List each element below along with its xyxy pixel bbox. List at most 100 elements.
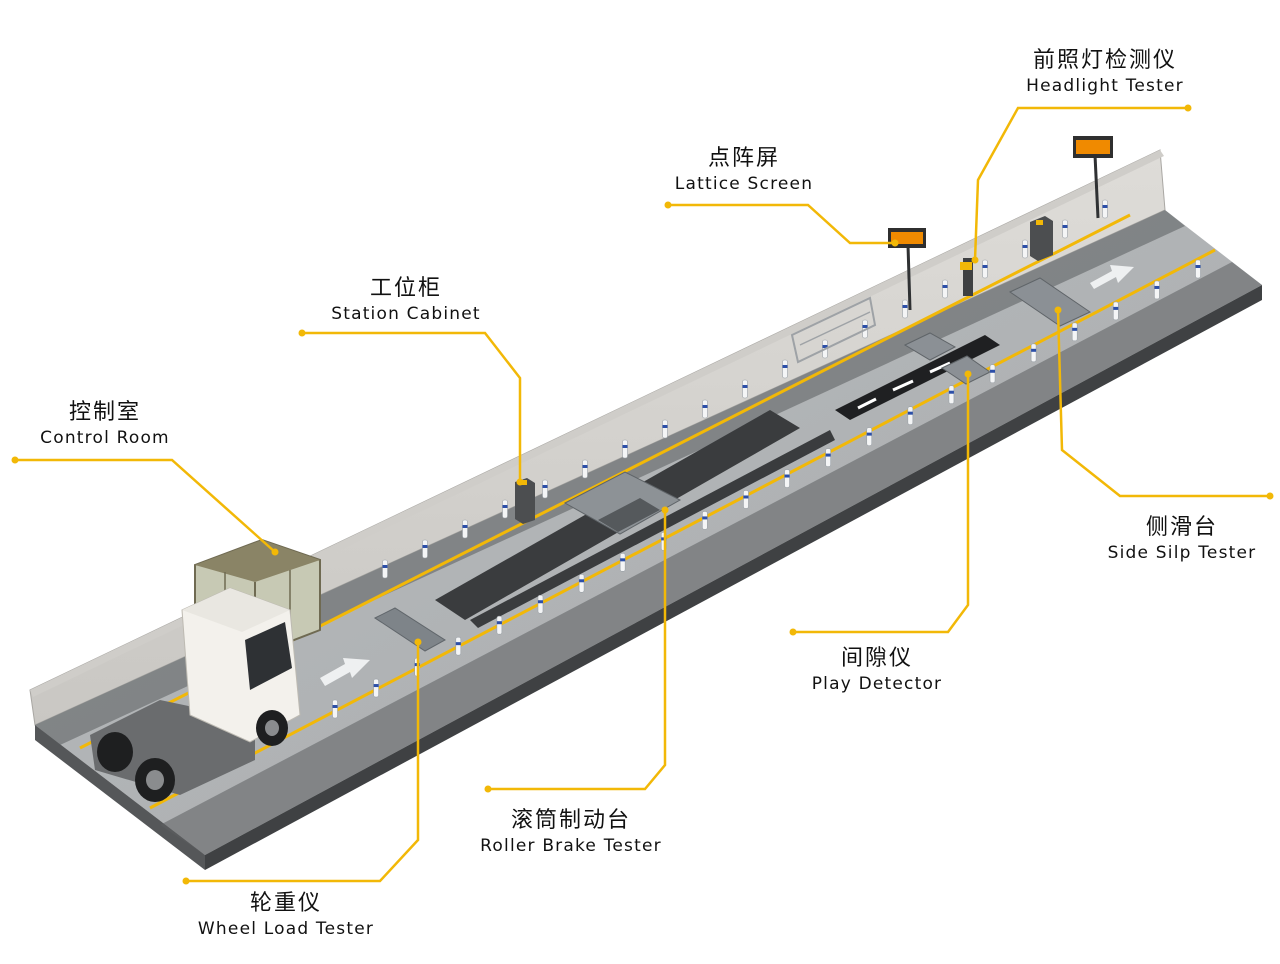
label-control-room-en: Control Room xyxy=(40,428,170,448)
bollard-band xyxy=(373,684,379,688)
bollard-band xyxy=(742,385,748,388)
bollard xyxy=(373,678,379,698)
label-play-detector: 间隙仪 Play Detector xyxy=(792,648,962,693)
leader-play-detector xyxy=(793,374,970,634)
label-roller-brake-tester-en: Roller Brake Tester xyxy=(480,836,662,856)
label-station-cabinet-zh: 工位柜 xyxy=(369,276,442,301)
bollard-band xyxy=(582,465,588,468)
bollard-band xyxy=(422,545,428,548)
bollard-band xyxy=(1195,265,1201,268)
bollard xyxy=(743,490,749,509)
bollard xyxy=(1113,301,1119,321)
bollard xyxy=(578,573,585,593)
label-lattice-screen-en: Lattice Screen xyxy=(674,174,814,194)
bollard-band xyxy=(743,495,749,499)
bollard xyxy=(825,448,831,467)
label-wheel-load-tester: 轮重仪 Wheel Load Tester xyxy=(176,893,396,938)
leader-headlight-tester xyxy=(973,106,1188,261)
bollard-band xyxy=(620,558,626,562)
leader-side-slip xyxy=(1056,309,1270,498)
bollard-band xyxy=(948,390,954,394)
bollard xyxy=(332,699,338,719)
label-headlight-tester-en: Headlight Tester xyxy=(1026,76,1184,96)
bollard xyxy=(455,636,462,656)
bollard-band xyxy=(1022,245,1028,248)
label-side-slip-tester-en: Side Silp Tester xyxy=(1107,543,1257,563)
bollard-band xyxy=(542,485,548,488)
label-station-cabinet: 工位柜 Station Cabinet xyxy=(306,278,506,323)
label-headlight-tester: 前照灯检测仪 Headlight Tester xyxy=(1005,50,1205,95)
bollard xyxy=(1195,259,1201,279)
bollard xyxy=(784,469,790,488)
bollard xyxy=(462,519,468,539)
leader-dots xyxy=(11,104,1274,885)
bollard xyxy=(537,594,544,614)
bollard-band xyxy=(1154,285,1160,289)
bollard-band xyxy=(462,525,468,528)
bollard-band xyxy=(942,285,948,288)
headlight-tester-icon xyxy=(960,258,973,296)
label-play-detector-zh: 间隙仪 xyxy=(840,646,913,671)
label-play-detector-en: Play Detector xyxy=(811,674,943,694)
bollard-band xyxy=(702,516,708,520)
label-control-room: 控制室 Control Room xyxy=(20,402,190,447)
bollard xyxy=(742,379,748,399)
label-lattice-screen: 点阵屏 Lattice Screen xyxy=(654,148,834,193)
guard-rail xyxy=(790,296,877,364)
bollard-band xyxy=(1102,205,1108,208)
bollard xyxy=(619,553,626,572)
bollard xyxy=(907,406,914,425)
leader-lines xyxy=(15,106,1270,883)
bollard xyxy=(422,539,428,559)
bollard-band xyxy=(866,432,872,436)
bollard xyxy=(1022,239,1028,259)
label-lattice-screen-zh: 点阵屏 xyxy=(707,146,780,171)
bollard xyxy=(1102,199,1108,219)
label-wheel-load-tester-en: Wheel Load Tester xyxy=(197,919,375,939)
bollard xyxy=(1154,280,1160,300)
bollard xyxy=(702,399,708,419)
bollard-band xyxy=(907,411,913,415)
bollard xyxy=(702,511,708,530)
bollard-band xyxy=(982,265,988,268)
bollard xyxy=(989,364,996,384)
bollard-band xyxy=(496,621,502,625)
bollard-band xyxy=(862,325,868,328)
label-wheel-load-tester-zh: 轮重仪 xyxy=(249,891,322,916)
bollard-band xyxy=(825,453,831,457)
bollard xyxy=(866,427,873,446)
bollard xyxy=(782,359,788,379)
bollard-band xyxy=(782,365,788,368)
bollard-band xyxy=(502,505,508,508)
bollard xyxy=(622,439,628,459)
bollard xyxy=(942,279,948,299)
leader-wheel-load xyxy=(186,642,420,883)
bollard-band xyxy=(990,369,996,373)
leader-lattice-screen xyxy=(668,203,895,245)
bollard xyxy=(382,559,388,579)
bollard xyxy=(902,299,908,319)
bollard-band xyxy=(382,565,388,568)
bollard-band xyxy=(332,705,338,708)
bollard-band xyxy=(1062,225,1068,228)
bollard xyxy=(502,499,508,519)
leader-control-room xyxy=(15,458,276,553)
bollard xyxy=(496,615,503,635)
bollard-band xyxy=(662,425,668,428)
label-side-slip-tester-zh: 侧滑台 xyxy=(1145,515,1218,540)
sign-icon xyxy=(888,136,1113,311)
bollard-band xyxy=(579,579,585,583)
bollard-band xyxy=(537,600,543,604)
leader-roller-brake xyxy=(488,510,667,791)
leader-station-cabinet xyxy=(302,331,522,482)
bollard xyxy=(1071,322,1078,342)
bollard-band xyxy=(455,642,461,646)
bollard-band xyxy=(1113,306,1119,310)
wheel-load-plate xyxy=(374,607,446,652)
truck-icon xyxy=(90,587,301,802)
bollard xyxy=(1030,343,1037,363)
label-station-cabinet-en: Station Cabinet xyxy=(331,304,481,324)
label-roller-brake-tester-zh: 滚筒制动台 xyxy=(510,808,631,833)
